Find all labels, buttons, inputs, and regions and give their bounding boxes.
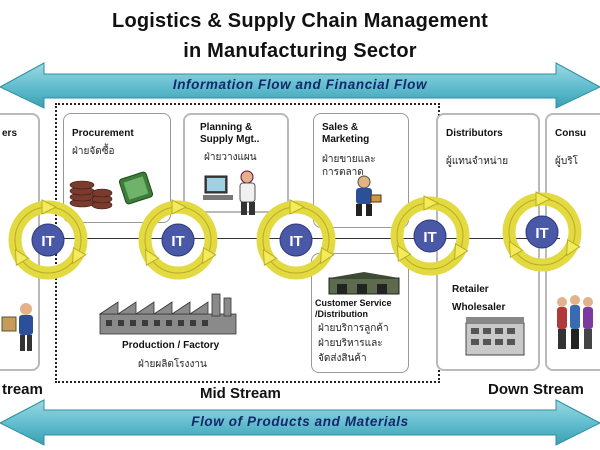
retailer-label: Retailer Wholesaler [452, 284, 506, 313]
it-cycle-3: IT [256, 199, 336, 280]
it-label: IT [289, 233, 302, 250]
procurement-thai: ฝ่ายจัดซื้อ [72, 146, 115, 157]
it-cycle-1: IT [8, 199, 88, 280]
distributors-label: Distributors [446, 128, 503, 139]
it-cycle-4: IT [390, 195, 470, 276]
products-flow-arrow [0, 399, 600, 446]
information-flow-arrow [0, 62, 600, 109]
it-label: IT [423, 229, 436, 246]
planning-thai: ฝ่ายวางแผน [204, 152, 257, 163]
suppliers-label: ers [2, 128, 18, 139]
products-flow-label: Flow of Products and Materials [191, 414, 409, 429]
sales-panel [313, 113, 409, 228]
it-cycle-5: IT [502, 191, 582, 272]
customer-service-label: Customer Service /Distribution [315, 298, 392, 319]
sales-label: Sales & Marketing [322, 122, 370, 145]
consumers-label: Consu [555, 128, 587, 139]
planning-label: Planning & Supply Mgt.. [200, 122, 260, 145]
suppliers-people-icon [1, 303, 33, 351]
store-building-icon [465, 317, 525, 356]
planning-panel [183, 113, 289, 213]
computer-user-icon [203, 170, 256, 215]
production-label: Production / Factory [122, 340, 220, 351]
it-label: IT [171, 233, 184, 250]
consumers-thai: ผู้บริโ [555, 156, 578, 167]
factory-icon [98, 293, 237, 335]
money-icon [69, 171, 154, 210]
procurement-label: Procurement [72, 128, 134, 139]
it-label: IT [41, 233, 54, 250]
customer-service-thai: ฝ่ายบริการลูกค้า ฝ่ายบริหารและ จัดส่งสิน… [318, 323, 389, 364]
downstream-label: Down Stream [488, 381, 584, 398]
title-line-1: Logistics & Supply Chain Management [112, 10, 488, 32]
production-thai: ฝ่ายผลิตโรงงาน [138, 359, 207, 370]
salesperson-icon [356, 175, 382, 216]
warehouse-icon [328, 272, 400, 295]
title-line-2: in Manufacturing Sector [183, 40, 417, 62]
sales-thai: ฝ่ายขายและ การตลาด [322, 154, 376, 178]
distributors-thai: ผู้แทนจำหน่าย [446, 156, 509, 167]
upstream-label: tream [2, 381, 43, 398]
consumers-people-icon [557, 295, 593, 349]
it-label: IT [535, 225, 548, 242]
information-flow-label: Information Flow and Financial Flow [172, 77, 428, 92]
it-cycle-2: IT [138, 199, 218, 280]
midstream-label: Mid Stream [200, 385, 281, 402]
